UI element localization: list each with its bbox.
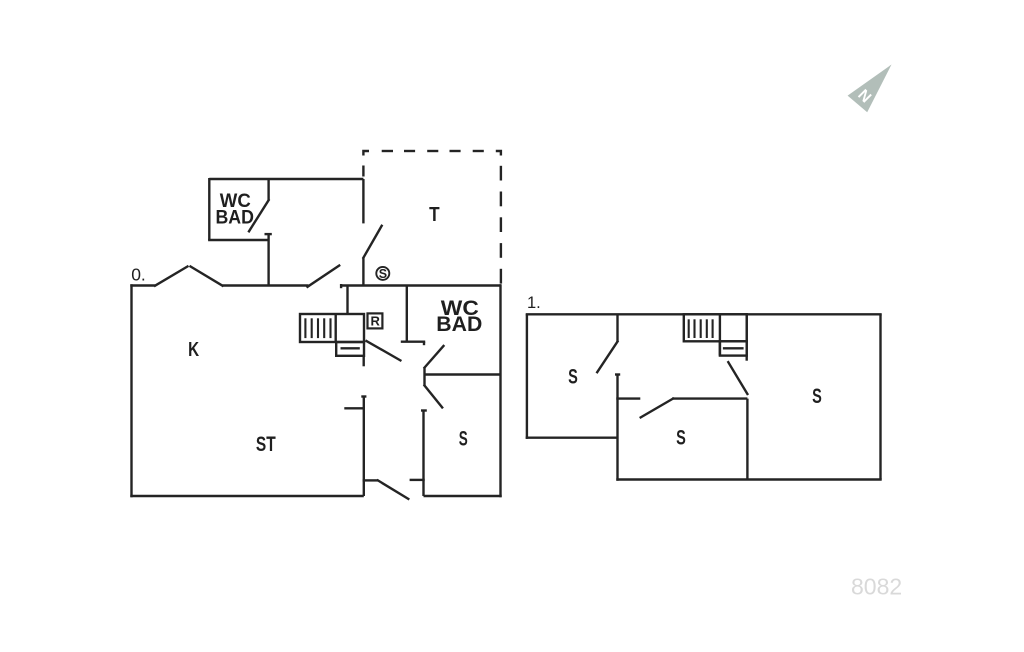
svg-text:1.: 1. <box>527 294 541 312</box>
svg-text:WC: WC <box>441 296 479 320</box>
svg-text:K: K <box>188 339 199 361</box>
svg-text:T: T <box>429 204 440 226</box>
svg-text:BAD: BAD <box>215 206 254 228</box>
svg-text:S: S <box>676 427 686 450</box>
svg-text:S: S <box>459 427 468 450</box>
svg-text:WC: WC <box>220 190 251 212</box>
svg-text:S: S <box>568 366 578 389</box>
svg-text:S: S <box>812 385 822 408</box>
svg-text:S: S <box>379 267 387 281</box>
svg-text:0.: 0. <box>131 264 146 284</box>
svg-text:BAD: BAD <box>436 312 482 336</box>
svg-text:8082: 8082 <box>851 574 902 600</box>
svg-text:ST: ST <box>256 433 276 456</box>
svg-text:R: R <box>371 314 381 329</box>
